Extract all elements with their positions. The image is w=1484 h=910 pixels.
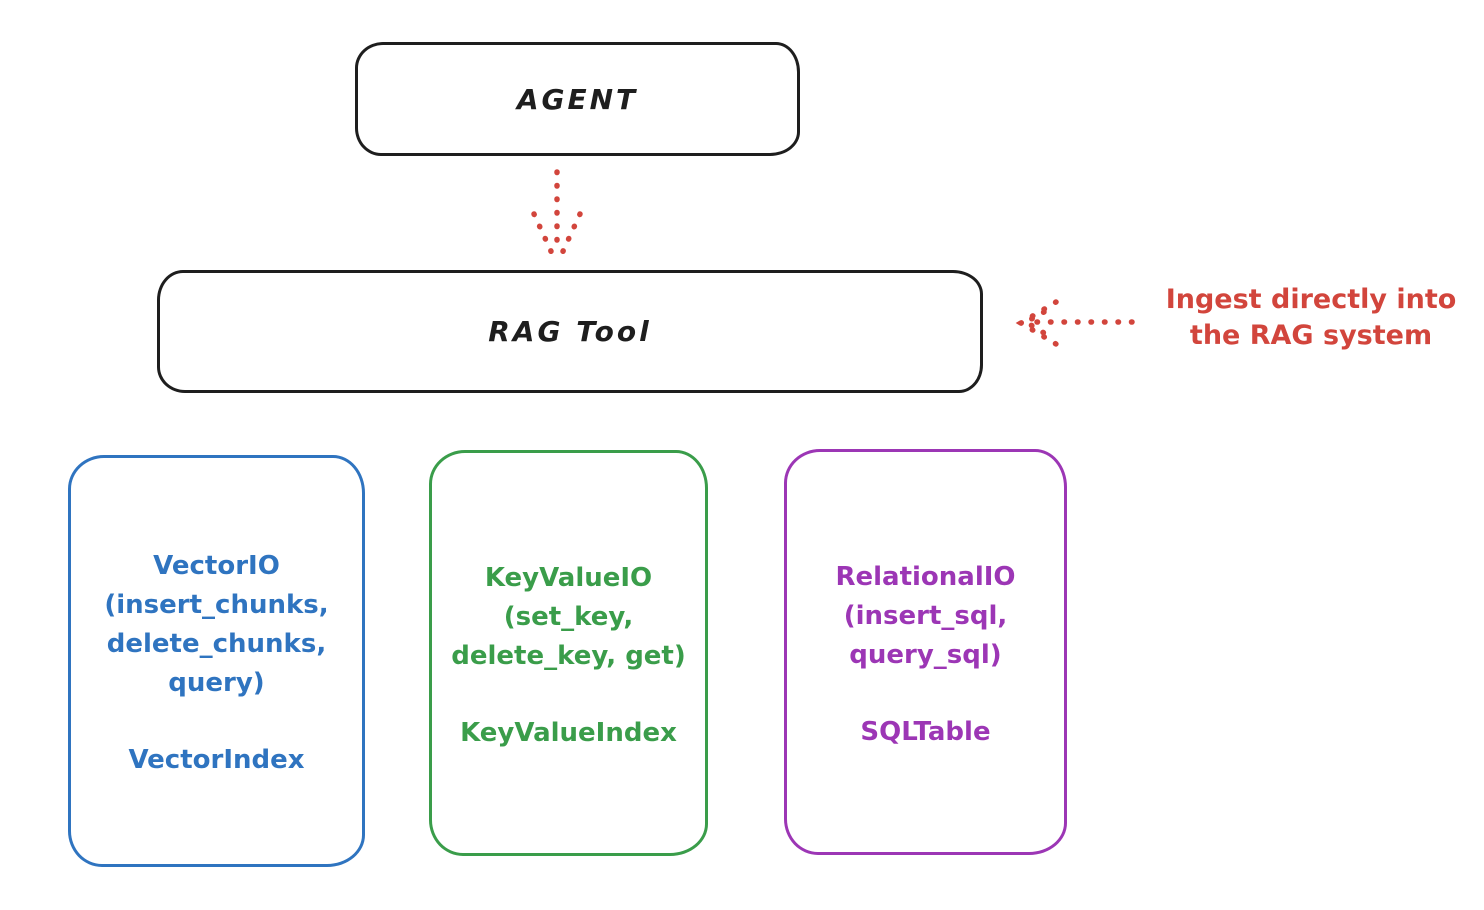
agent-box: AGENT [355,42,800,156]
sql-table-label: SQLTable [860,716,991,747]
relational-io-card: RelationalIO (insert_sql, query_sql) SQL… [784,449,1067,855]
relational-io-methods: RelationalIO (insert_sql, query_sql) [835,561,1016,670]
vector-io-methods: VectorIO (insert_chunks, delete_chunks, … [104,551,329,698]
ingest-annotation: Ingest directly into the RAG system [1165,284,1457,352]
annotation-to-rag-tool-arrow [1015,299,1135,347]
rag-tool-box: RAG Tool [157,270,983,393]
agent-box-label: AGENT [516,82,639,116]
vector-io-card: VectorIO (insert_chunks, delete_chunks, … [68,455,365,867]
keyvalue-io-card: KeyValueIO (set_key, delete_key, get) Ke… [429,450,708,856]
agent-to-rag-tool-arrow [531,169,583,263]
keyvalue-io-methods: KeyValueIO (set_key, delete_key, get) [451,562,686,671]
vector-index-label: VectorIndex [128,745,305,775]
keyvalue-index-label: KeyValueIndex [460,717,677,748]
rag-tool-box-label: RAG Tool [488,315,652,348]
